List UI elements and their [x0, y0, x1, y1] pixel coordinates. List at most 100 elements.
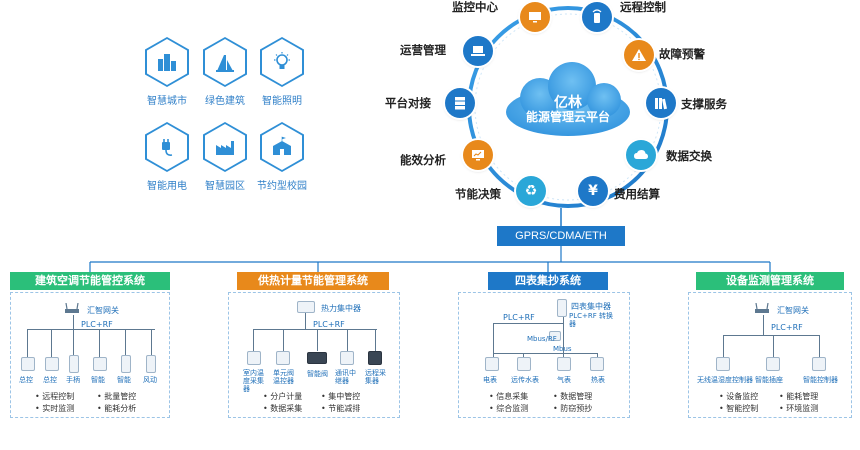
water-meter-icon [517, 357, 531, 371]
cloud-icon [506, 62, 630, 136]
app-smart-power: 智能用电 [135, 122, 199, 192]
device-label: 智能控制器 [803, 376, 838, 384]
device-label: 总控 [43, 376, 57, 384]
node-label-fee-settlement: 费用结算 [614, 187, 660, 201]
node-label-energy-decision: 节能决策 [455, 187, 501, 201]
temp-collector-icon [247, 351, 261, 365]
smart-socket-icon [766, 357, 780, 371]
gateway-label: 汇智网关 [87, 306, 119, 315]
system-box-equipment-monitoring: 汇智网关 PLC+RF 无线温湿度控制器 智能插座 智能控制器 • 设备监控 •… [688, 292, 852, 418]
plug-icon [147, 124, 187, 170]
smart-controller-icon [812, 357, 826, 371]
device-label: 热表 [591, 376, 605, 384]
feature-item: • 批量管控 [97, 392, 137, 401]
smart-device-icon [121, 355, 131, 373]
controller-icon [45, 357, 59, 371]
system-box-hvac: 汇智网关 PLC+RF 总控 总控 手柄 智能 智能 风动 • 远程控制 • 批… [10, 292, 170, 418]
server-icon [445, 88, 475, 118]
app-green-campus: 节约型校园 [250, 122, 314, 192]
electric-meter-icon [485, 357, 499, 371]
concentrator-icon [557, 299, 567, 317]
warning-icon [624, 40, 654, 70]
feature-item: • 环境监测 [779, 404, 819, 413]
feature-item: • 集中管控 [321, 392, 361, 401]
smart-device-icon [93, 357, 107, 371]
app-green-building: 绿色建筑 [193, 37, 257, 107]
remote-icon [582, 2, 612, 32]
device-label: 远程采集器 [365, 369, 386, 385]
platform-name: 能源管理云平台 [525, 110, 610, 124]
bus-label: PLC+RF [771, 323, 803, 332]
device-label: 手柄 [66, 376, 80, 384]
device-label: 无线温湿度控制器 [697, 376, 753, 384]
device-label: 智能插座 [755, 376, 783, 384]
gas-meter-icon [557, 357, 571, 371]
device-label: 通讯中继器 [335, 369, 356, 385]
feature-item: • 节能减排 [321, 404, 361, 413]
gateway-label: 热力集中器 [321, 304, 361, 313]
device-label: 电表 [483, 376, 497, 384]
app-smart-city: 智慧城市 [135, 37, 199, 107]
books-icon [646, 88, 676, 118]
smart-valve-icon [307, 352, 327, 364]
factory-icon [205, 124, 245, 170]
router-icon [65, 303, 79, 313]
concentrator-icon [297, 301, 315, 313]
device-label: 风动 [143, 376, 157, 384]
converter-icon [549, 331, 561, 341]
platform-brand: 亿林 [554, 95, 582, 111]
feature-item: • 数据采集 [263, 404, 303, 413]
feature-item: • 防窃预抄 [553, 404, 593, 413]
feature-item: • 能耗管理 [779, 392, 819, 401]
feature-item: • 信息采集 [489, 392, 529, 401]
app-label: 智慧园区 [205, 181, 245, 192]
fan-device-icon [146, 355, 156, 373]
cloud-sync-icon [626, 140, 656, 170]
bus-label-mbus-rf: Mbus/RF [527, 335, 557, 343]
feature-item: • 智能控制 [719, 404, 759, 413]
node-label-monitoring-center: 监控中心 [452, 0, 498, 14]
device-label: 单元阀温控器 [273, 369, 294, 385]
controller-icon [21, 357, 35, 371]
feature-item: • 远程控制 [35, 392, 75, 401]
yen-icon: ¥ [578, 176, 608, 206]
app-smart-lighting: 智能照明 [250, 37, 314, 107]
system-title-heating: 供热计量节能管理系统 [237, 272, 389, 290]
monitor-icon [520, 2, 550, 32]
repeater-icon [340, 351, 354, 365]
gateway-label: 四表集中器 [571, 302, 611, 311]
system-title-equipment-monitoring: 设备监测管理系统 [696, 272, 844, 290]
node-label-operation-management: 运营管理 [400, 43, 446, 57]
app-label: 节约型校园 [257, 181, 307, 192]
heat-meter-icon [590, 357, 604, 371]
bus-label: PLC+RF [503, 313, 535, 322]
system-title-meter-reading: 四表集抄系统 [488, 272, 608, 290]
converter-label: PLC+RF 转换器 [569, 312, 613, 328]
app-label: 智能用电 [147, 181, 187, 192]
system-title-hvac: 建筑空调节能管控系统 [10, 272, 170, 290]
node-label-platform-integration: 平台对接 [385, 96, 431, 110]
system-box-meter-reading: 四表集中器 PLC+RF 转换器 PLC+RF Mbus/RF Mbus 电表 … [458, 292, 630, 418]
feature-item: • 实时监测 [35, 404, 75, 413]
remote-collector-icon [368, 351, 382, 365]
app-label: 智能照明 [262, 96, 302, 107]
app-label: 智慧城市 [147, 96, 187, 107]
device-label: 远传水表 [511, 376, 539, 384]
node-label-efficiency-analysis: 能效分析 [400, 153, 446, 167]
feature-item: • 设备监控 [719, 392, 759, 401]
bus-label-mbus: Mbus [553, 345, 572, 353]
laptop-icon [463, 36, 493, 66]
valve-controller-icon [276, 351, 290, 365]
device-label: 气表 [557, 376, 571, 384]
node-label-fault-warning: 故障预警 [659, 47, 705, 61]
device-label: 智能 [117, 376, 131, 384]
feature-item: • 数据管理 [553, 392, 593, 401]
system-box-heating: 热力集中器 PLC+RF 室内温度采集器 单元阀温控器 智能阀 通讯中继器 远程… [228, 292, 400, 418]
chart-monitor-icon [463, 140, 493, 170]
device-label: 智能 [91, 376, 105, 384]
protocol-bar: GPRS/CDMA/ETH [497, 226, 625, 246]
feature-item: • 综合监测 [489, 404, 529, 413]
bus-label: PLC+RF [81, 320, 113, 329]
thermostat-icon [716, 357, 730, 371]
